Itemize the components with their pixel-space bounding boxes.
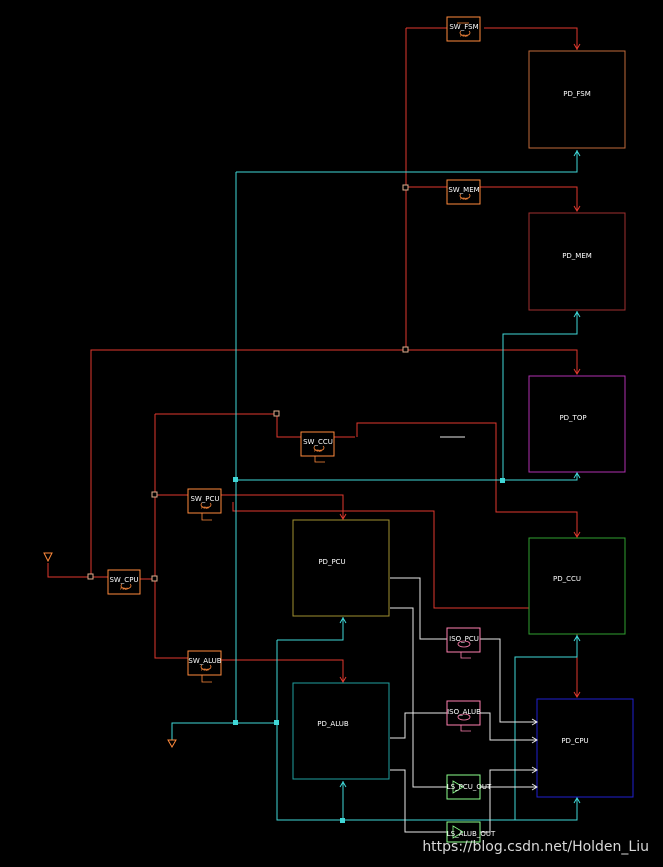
switch-sw-mem-sub: PSW xyxy=(460,197,468,201)
cell-iso-alub-label: ISO_ALUB xyxy=(447,708,481,716)
switch-sw-cpu-label: SW_CPU xyxy=(109,576,138,584)
pd-ccu-label: PD_CCU xyxy=(553,575,581,583)
ground-nets xyxy=(171,150,578,821)
port-arrows xyxy=(339,43,581,698)
pd-top: PD_TOP xyxy=(528,375,626,473)
ground-symbol-icon xyxy=(167,739,177,749)
pd-alub-label: PD_ALUB xyxy=(317,720,349,728)
switch-sw-fsm: SW_FSM PSW xyxy=(446,16,481,42)
signal-nets xyxy=(390,436,537,833)
switch-sw-pcu: SW_PCU PSW xyxy=(187,488,222,521)
ground-junctions xyxy=(233,477,505,823)
pd-cpu: PD_CPU xyxy=(536,698,634,798)
cell-iso-pcu: ISO_PCU xyxy=(446,627,481,659)
watermark: https://blog.csdn.net/Holden_Liu xyxy=(422,839,649,855)
switch-sw-fsm-sub: PSW xyxy=(460,34,468,38)
switch-sw-ccu-sub: PSW xyxy=(314,449,322,453)
pd-fsm: PD_FSM xyxy=(528,50,626,149)
cell-iso-alub: ISO_ALUB xyxy=(446,700,481,732)
pd-cpu-label: PD_CPU xyxy=(561,737,588,745)
switch-sw-mem: SW_MEM PSW xyxy=(446,179,481,205)
switch-sw-fsm-label: SW_FSM xyxy=(449,23,478,31)
pd-top-label: PD_TOP xyxy=(559,414,586,422)
switch-sw-ccu-label: SW_CCU xyxy=(303,438,333,446)
supply-symbol-icon xyxy=(43,552,53,563)
cell-ls-pcu-out-label: LS_PCU_OUT xyxy=(447,783,492,791)
pd-alub: PD_ALUB xyxy=(292,682,390,780)
cell-ls-alub-out-label: LS_ALUB_OUT xyxy=(447,830,496,838)
cell-iso-pcu-label: ISO_PCU xyxy=(449,635,479,643)
switch-sw-cpu: SW_CPU PSW xyxy=(107,569,141,595)
pd-pcu: PD_PCU xyxy=(292,519,390,617)
ground-port-arrows xyxy=(339,150,581,804)
switch-sw-cpu-sub: PSW xyxy=(120,587,128,591)
switch-sw-ccu: SW_CCU PSW xyxy=(300,431,335,463)
switch-sw-pcu-sub: PSW xyxy=(201,506,209,510)
pd-fsm-label: PD_FSM xyxy=(563,90,591,98)
pd-pcu-label: PD_PCU xyxy=(318,558,345,566)
switch-sw-mem-label: SW_MEM xyxy=(448,186,479,194)
pd-mem: PD_MEM xyxy=(528,212,626,311)
switch-sw-alub-sub: PSW xyxy=(201,668,209,672)
switch-sw-alub: SW_ALUB PSW xyxy=(187,650,222,683)
cell-ls-pcu-out: LS_PCU_OUT xyxy=(446,774,492,800)
signal-port-arrows xyxy=(531,718,538,791)
cell-ls-alub-out: LS_ALUB_OUT xyxy=(446,821,496,843)
switch-sw-alub-label: SW_ALUB xyxy=(188,657,221,665)
switch-sw-pcu-label: SW_PCU xyxy=(190,495,219,503)
power-nets xyxy=(47,27,578,697)
pd-mem-label: PD_MEM xyxy=(562,252,592,260)
pd-ccu: PD_CCU xyxy=(528,537,626,635)
power-junctions xyxy=(87,184,409,582)
